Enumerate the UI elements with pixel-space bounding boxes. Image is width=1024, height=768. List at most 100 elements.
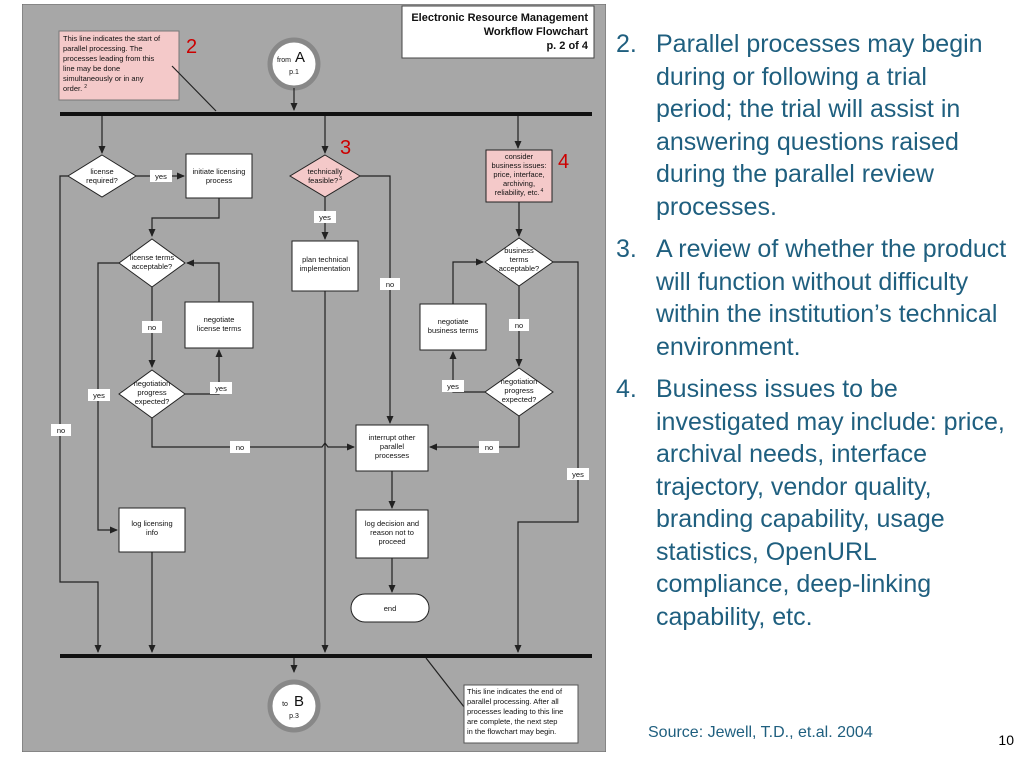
- slide-number: 10: [998, 732, 1014, 748]
- node-label: log licensing: [131, 519, 172, 528]
- footnote-list: 2. Parallel processes may begin during or…: [616, 28, 1008, 643]
- footnote-sup: 2: [84, 84, 87, 90]
- node-label: business terms: [428, 326, 479, 335]
- svg-text:feasible?3: feasible?3: [308, 176, 342, 185]
- node-label: process: [206, 176, 233, 185]
- node-label: info: [146, 528, 158, 537]
- end-terminator: end: [350, 593, 430, 623]
- footnote-item: 4. Business issues to be investigated may…: [616, 373, 1008, 633]
- edge-label-yes: yes: [93, 391, 105, 400]
- connector-letter: B: [294, 693, 304, 710]
- log-licensing-info: log licensing info: [118, 507, 186, 553]
- callout-line: are complete, the next step: [467, 717, 557, 726]
- plan-technical-implementation: plan technical implementation: [291, 240, 359, 292]
- node-label: parallel: [380, 442, 405, 451]
- consider-business-issues: consider business issues: price, interfa…: [485, 149, 553, 203]
- connector-letter: A: [295, 49, 305, 66]
- negotiate-business-terms: negotiate business terms: [419, 303, 487, 351]
- node-label: negotiate: [204, 315, 235, 324]
- edge-label-yes: yes: [572, 470, 584, 479]
- node-label: archiving,: [503, 179, 535, 188]
- footnote-number: 4.: [616, 375, 637, 403]
- footnote-number: 2.: [616, 30, 637, 58]
- node-label: required?: [86, 176, 118, 185]
- edge-label-no: no: [386, 280, 394, 289]
- edge-label-yes: yes: [319, 213, 331, 222]
- node-label: progress: [504, 386, 533, 395]
- initiate-licensing-process: initiate licensing process: [185, 153, 253, 199]
- node-label: plan technical: [302, 255, 348, 264]
- node-label: proceed: [378, 537, 405, 546]
- connector-page: p.1: [289, 69, 299, 76]
- node-label: reliability, etc.: [495, 188, 540, 197]
- source-citation: Source: Jewell, T.D., et.al. 2004: [648, 724, 873, 741]
- edge-label-no: no: [57, 426, 65, 435]
- callout-line: This line indicates the start of: [63, 34, 161, 43]
- node-label: expected?: [502, 395, 537, 404]
- edge-label-yes: yes: [215, 384, 227, 393]
- negotiation-progress-right-decision: negotiation progress expected?: [484, 367, 554, 417]
- parallel-start-callout: This line indicates the start of paralle…: [58, 30, 180, 101]
- marker-4: 4: [558, 151, 569, 173]
- connector-to-b: to B p.3: [267, 679, 321, 733]
- node-label: license terms: [197, 324, 241, 333]
- footnote-sup: 4: [541, 188, 544, 194]
- connector-label: from: [277, 57, 291, 64]
- flowchart-header: Electronic Resource Management Workflow …: [401, 5, 595, 59]
- log-decision: log decision and reason not to proceed: [355, 509, 429, 559]
- node-label: feasible?: [308, 176, 338, 185]
- footnote-text: A review of whether the product will fun…: [656, 235, 1007, 361]
- callout-line: order.: [63, 84, 82, 93]
- node-label: consider: [505, 152, 534, 161]
- node-label: negotiation: [501, 377, 538, 386]
- node-label: reason not to: [370, 528, 414, 537]
- svg-text:reliability, etc.4: reliability, etc.4: [495, 188, 544, 197]
- node-label: license terms: [130, 253, 174, 262]
- connector-page: p.3: [289, 713, 299, 720]
- connector-from-a: from A p.1: [267, 37, 321, 91]
- node-label: business issues:: [491, 161, 546, 170]
- edge-label-yes: yes: [155, 172, 167, 181]
- connector-label: to: [282, 701, 288, 708]
- node-label: log decision and: [365, 519, 419, 528]
- node-label: business: [504, 246, 534, 255]
- edge-label-no: no: [148, 323, 156, 332]
- footnote-item: 2. Parallel processes may begin during or…: [616, 28, 1008, 223]
- node-label: processes: [375, 451, 409, 460]
- node-label: terms: [510, 255, 529, 264]
- callout-line: parallel processing. After all: [467, 697, 559, 706]
- node-label: interrupt other: [369, 433, 416, 442]
- node-label: acceptable?: [132, 262, 172, 271]
- node-label: negotiate: [438, 317, 469, 326]
- callout-line: This line indicates the end of: [467, 687, 563, 696]
- edge-label-yes: yes: [447, 382, 459, 391]
- node-label: progress: [137, 388, 166, 397]
- parallel-end-callout: This line indicates the end of parallel …: [463, 684, 579, 744]
- node-label: license: [90, 167, 113, 176]
- node-label: initiate licensing: [193, 167, 246, 176]
- footnote-text: Business issues to be investigated may i…: [656, 375, 1005, 631]
- footnote-item: 3. A review of whether the product will f…: [616, 233, 1008, 363]
- workflow-flowchart: Electronic Resource Management Workflow …: [22, 4, 606, 752]
- header-page: p. 2 of 4: [546, 40, 588, 52]
- footnote-text: Parallel processes may begin during or f…: [656, 30, 983, 221]
- edge-label-no: no: [515, 321, 523, 330]
- callout-line: line may be done: [63, 64, 120, 73]
- callout-line: processes leading from this: [63, 54, 155, 63]
- callout-line: simultaneously or in any: [63, 74, 144, 83]
- footnote-number: 3.: [616, 235, 637, 263]
- node-label: price, interface,: [493, 170, 544, 179]
- node-label: implementation: [300, 264, 351, 273]
- node-label: technically: [307, 167, 342, 176]
- node-label: expected?: [135, 397, 170, 406]
- interrupt-parallel-processes: interrupt other parallel processes: [355, 424, 429, 472]
- edge-label-no: no: [485, 443, 493, 452]
- footnote-sup: 3: [339, 176, 342, 182]
- marker-3: 3: [340, 137, 351, 159]
- node-label: end: [384, 604, 397, 613]
- svg-text:order.2: order.2: [63, 84, 87, 93]
- edge-label-no: no: [236, 443, 244, 452]
- header-subtitle: Workflow Flowchart: [484, 26, 589, 38]
- negotiate-license-terms: negotiate license terms: [184, 301, 254, 349]
- callout-line: processes leading to this line: [467, 707, 563, 716]
